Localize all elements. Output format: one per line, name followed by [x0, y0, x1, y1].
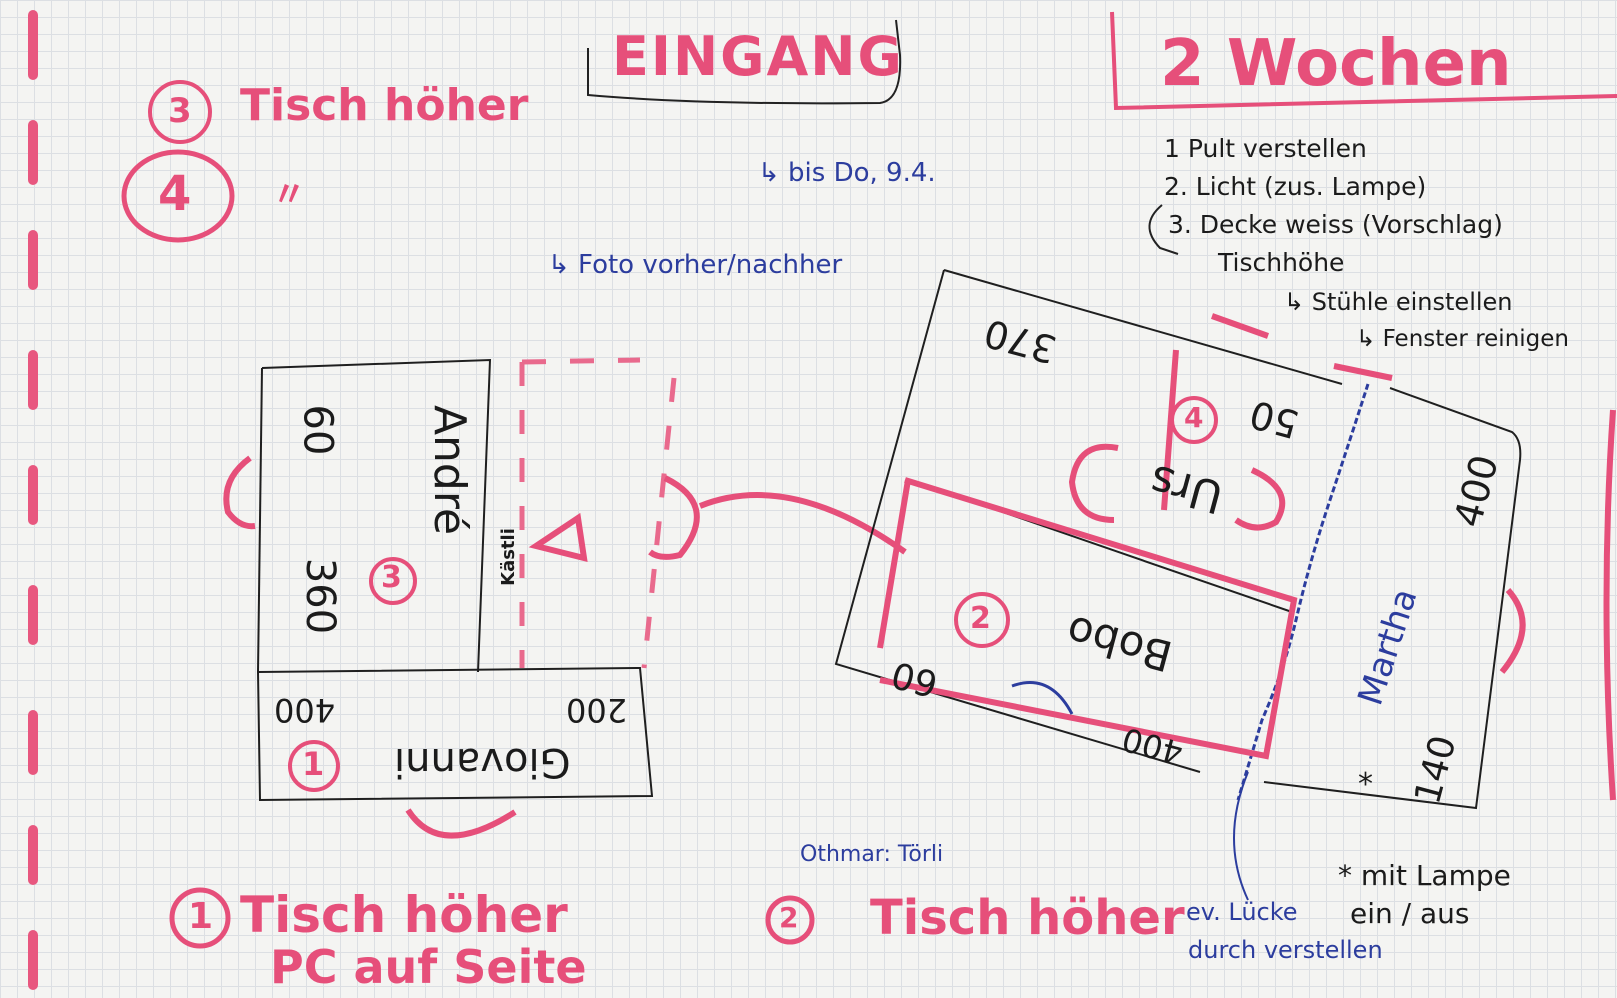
note-3-text: Tisch höher: [240, 80, 529, 131]
note-3-badge: 3: [168, 91, 192, 131]
note-4-text: 〃: [272, 175, 306, 215]
lamp-note-line1: * mit Lampe: [1338, 859, 1511, 892]
bottom-1-line2: PC auf Seite: [270, 940, 587, 994]
bottom-1-badge: 1: [188, 896, 214, 937]
deadline-note: ↳ bis Do, 9.4.: [758, 158, 936, 188]
bottom-2-text: Tisch höher: [870, 890, 1185, 946]
othmar-note: Othmar: Törli: [800, 842, 944, 867]
gap-note-line1: ev. Lücke: [1186, 898, 1298, 926]
todo-item-5: ↳ Stühle einstellen: [1284, 288, 1513, 316]
andre-badge: 3: [381, 560, 402, 595]
entrance-label: EINGANG: [612, 25, 904, 88]
todo-item-2: 2. Licht (zus. Lampe): [1164, 172, 1427, 201]
duration-label: 2 Wochen: [1160, 27, 1512, 101]
lamp-note-line2: ein / aus: [1350, 897, 1470, 930]
bottom-1-line1: Tisch höher: [240, 886, 568, 944]
todo-item-1: 1 Pult verstellen: [1164, 134, 1367, 163]
todo-item-6: ↳ Fenster reinigen: [1356, 326, 1569, 352]
note-4-badge: 4: [158, 166, 192, 222]
todo-item-3: 3. Decke weiss (Vorschlag): [1168, 210, 1503, 239]
giovanni-badge: 1: [302, 745, 325, 783]
photo-note: ↳ Foto vorher/nachher: [548, 250, 843, 280]
right-badge-2: 2: [970, 601, 991, 636]
right-star: *: [1358, 767, 1373, 802]
right-badge-4: 4: [1184, 401, 1204, 434]
gap-note-line2: durch verstellen: [1188, 936, 1383, 964]
todo-item-4: Tischhöhe: [1218, 248, 1345, 277]
bottom-2-badge: 2: [779, 901, 799, 934]
